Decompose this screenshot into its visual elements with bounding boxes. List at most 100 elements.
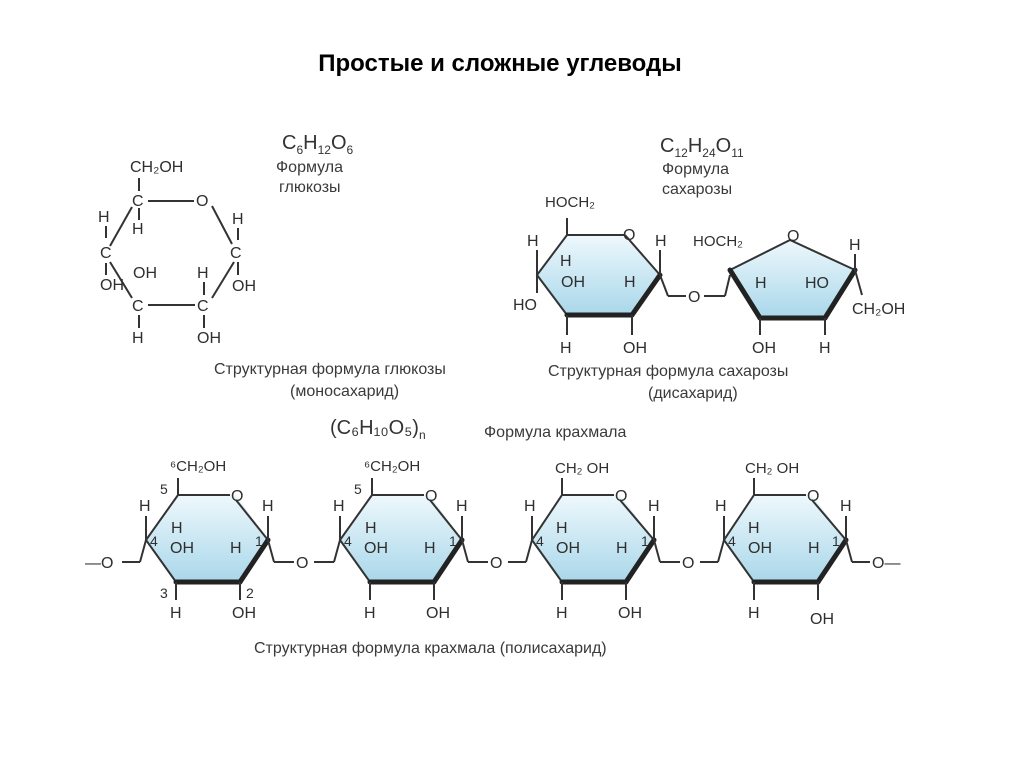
starch-unit-2: ⁶CH₂OH 5 O H H 4 OH H 1 H H OH O <box>333 458 533 622</box>
starch-ch2oh-3: CH₂ OH <box>555 460 609 477</box>
starch-h-1d: H <box>262 498 274 515</box>
starch-oh-4b: OH <box>810 611 834 628</box>
starch-num-4: 4 <box>150 533 158 549</box>
starch-h-3c: H <box>616 540 628 557</box>
starch-h-1a: H <box>139 498 151 515</box>
starch-oh-3b: OH <box>618 605 642 622</box>
starch-h-2c: H <box>424 540 436 557</box>
starch-oh-1a: OH <box>170 540 194 557</box>
sucrose-h-b3: H <box>819 340 831 357</box>
glucose-formula-label-1: Формула <box>276 159 343 176</box>
glucose-h2: H <box>132 221 144 238</box>
starch-h-2e: H <box>364 605 376 622</box>
starch-unit-4: CH₂ OH O H H 4 OH H 1 H H OH O— <box>715 460 900 628</box>
svg-text:C12H24O11: C12H24O11 <box>660 135 744 160</box>
starch-oh-2a: OH <box>364 540 388 557</box>
svg-text:C6H12O6: C6H12O6 <box>282 132 354 157</box>
starch-ch2oh-1: ⁶CH₂OH <box>170 458 226 475</box>
starch-oh-1b: OH <box>232 605 256 622</box>
sucrose-ring-o-b: O <box>787 228 799 245</box>
starch-end-left: —O <box>85 555 113 572</box>
glucose-c5: C <box>197 298 209 315</box>
starch-h-3a: H <box>524 498 536 515</box>
sucrose-ho-b: HO <box>805 275 829 292</box>
starch-num-1: 1 <box>255 533 263 549</box>
starch-h-4c: H <box>808 540 820 557</box>
sucrose-h-a5: H <box>560 340 572 357</box>
glucose-caption-1: Структурная формула глюкозы <box>214 361 446 378</box>
starch-formula-label: Формула крахмала <box>484 424 627 441</box>
starch-o-1: O <box>231 488 243 505</box>
glucose-c2: C <box>100 245 112 262</box>
glucose-formula: C6H12O6 Формула глюкозы <box>276 132 354 196</box>
starch-oh-4a: OH <box>748 540 772 557</box>
glucose-oh-mid: OH <box>133 265 157 282</box>
sucrose-oh-a2: OH <box>623 340 647 357</box>
svg-text:(C₆H₁₀O₅)n: (C₆H₁₀O₅)n <box>330 417 426 442</box>
sucrose-h-a3: H <box>624 274 636 291</box>
starch-h-2b: H <box>365 520 377 537</box>
starch-ch2oh-4: CH₂ OH <box>745 460 799 477</box>
sucrose-formula-label-2: сахарозы <box>662 181 732 198</box>
sucrose-oh-b: OH <box>752 340 776 357</box>
glucose-oh-right: OH <box>232 278 256 295</box>
sucrose-h-a1: H <box>527 233 539 250</box>
starch-unit-3: CH₂ OH O H H 4 OH H 1 H H OH O <box>524 460 725 622</box>
starch-h-4a: H <box>715 498 727 515</box>
sucrose-formula: C12H24O11 Формула сахарозы <box>660 135 744 198</box>
starch-num-1-d: 1 <box>832 533 840 549</box>
sucrose-caption-2: (дисахарид) <box>648 385 738 402</box>
starch-o-2: O <box>425 488 437 505</box>
glucose-h3: H <box>232 211 244 228</box>
starch-end-right: O— <box>872 555 900 572</box>
starch-num-1-c: 1 <box>641 533 649 549</box>
starch-h-4b: H <box>748 520 760 537</box>
sucrose-hoch2-a: HOCH₂ <box>545 194 595 211</box>
glucose-h4: H <box>197 265 209 282</box>
starch-num-5-b: 5 <box>354 481 362 497</box>
starch-bridge-o-3: O <box>682 555 694 572</box>
sucrose-ch2oh-b: CH₂OH <box>852 301 905 318</box>
sucrose-caption-1: Структурная формула сахарозы <box>548 363 788 380</box>
sucrose-h-b1: H <box>849 237 861 254</box>
starch-h-1b: H <box>171 520 183 537</box>
starch-num-4-b: 4 <box>344 533 352 549</box>
sucrose-hoch2-b: HOCH₂ <box>693 233 743 250</box>
starch-bridge-o-2: O <box>490 555 502 572</box>
starch-caption: Структурная формула крахмала (полисахари… <box>254 640 607 657</box>
starch-oh-3a: OH <box>556 540 580 557</box>
starch-num-5: 5 <box>160 481 168 497</box>
sucrose-ho-a: HO <box>513 297 537 314</box>
glucose-caption-2: (моносахарид) <box>290 383 399 400</box>
sucrose-fructose-ring: HOCH₂ O H CH₂OH H HO OH H <box>693 228 905 357</box>
starch-h-4d: H <box>840 498 852 515</box>
slide-title: Простые и сложные углеводы <box>318 50 682 77</box>
glucose-c4: C <box>132 298 144 315</box>
starch-ch2oh-2: ⁶CH₂OH <box>364 458 420 475</box>
glucose-ch2oh: CH₂OH <box>130 159 183 176</box>
sucrose-h-a4: H <box>655 233 667 250</box>
starch-h-3e: H <box>556 605 568 622</box>
starch-h-2a: H <box>333 498 345 515</box>
sucrose-glucose-ring: HOCH₂ O H HO H OH H H H OH O <box>513 194 731 357</box>
sucrose-ring-o-a: O <box>623 227 635 244</box>
starch-num-1-b: 1 <box>449 533 457 549</box>
starch-o-4: O <box>807 488 819 505</box>
glucose-oh-bottom: OH <box>197 330 221 347</box>
starch-bridge-o-1: O <box>296 555 308 572</box>
sucrose-bridge-o: O <box>688 289 700 306</box>
glucose-structure: CH₂OH C O H H H C C OH OH H OH C C H OH <box>98 159 256 347</box>
starch-o-3: O <box>615 488 627 505</box>
starch-h-3d: H <box>648 498 660 515</box>
starch-h-1e: H <box>170 605 182 622</box>
starch-h-3b: H <box>556 520 568 537</box>
glucose-c1: C <box>132 193 144 210</box>
glucose-h5: H <box>132 330 144 347</box>
starch-num-4-d: 4 <box>728 533 736 549</box>
starch-num-2: 2 <box>246 585 254 601</box>
starch-num-4-c: 4 <box>536 533 544 549</box>
starch-oh-2b: OH <box>426 605 450 622</box>
sucrose-h-a2: H <box>560 253 572 270</box>
starch-h-4e: H <box>748 605 760 622</box>
